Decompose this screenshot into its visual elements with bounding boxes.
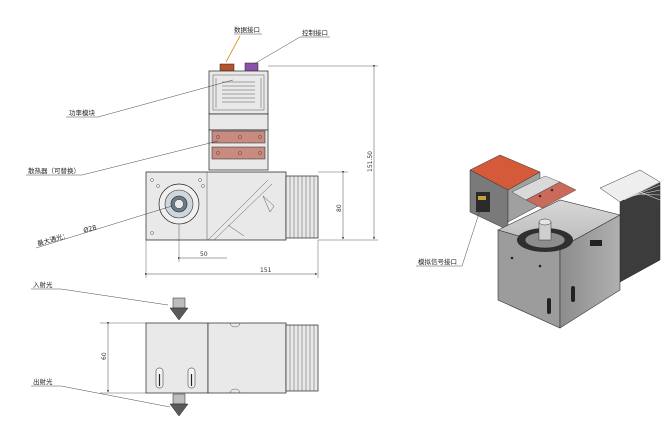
dim-center-offset: 50 [200, 251, 208, 258]
front-view: 151.50 80 50 151 数据接口 控制接口 功率模块 散热器（可替换） [26, 25, 378, 278]
dim-width-total: 151 [260, 267, 272, 274]
main-body-drawing [145, 171, 319, 241]
isometric-render: 模拟信号接口 [416, 154, 665, 329]
label-power-module: 功率模块 [69, 108, 96, 117]
bottom-view: 入射光 60 出射光 [31, 280, 319, 417]
cooler-drawing [208, 113, 269, 171]
label-output-light: 出射光 [33, 377, 53, 386]
dim-depth: 60 [101, 352, 108, 360]
label-input-light: 入射光 [33, 280, 53, 289]
front-dimensions: 151.50 80 50 151 [145, 65, 378, 278]
dim-height-body: 80 [336, 204, 343, 212]
beam-out-icon [169, 393, 189, 417]
dim-height-total: 151.50 [367, 151, 374, 172]
label-control-interface: 控制接口 [302, 28, 328, 37]
power-module-drawing [208, 70, 269, 115]
label-data-interface: 数据接口 [234, 25, 260, 34]
label-aperture-value: Ø28 [82, 223, 97, 234]
label-cooler: 散热器（可替换） [28, 166, 80, 175]
label-analog-interface: 模拟信号接口 [418, 257, 457, 266]
beam-in-icon [169, 297, 189, 321]
